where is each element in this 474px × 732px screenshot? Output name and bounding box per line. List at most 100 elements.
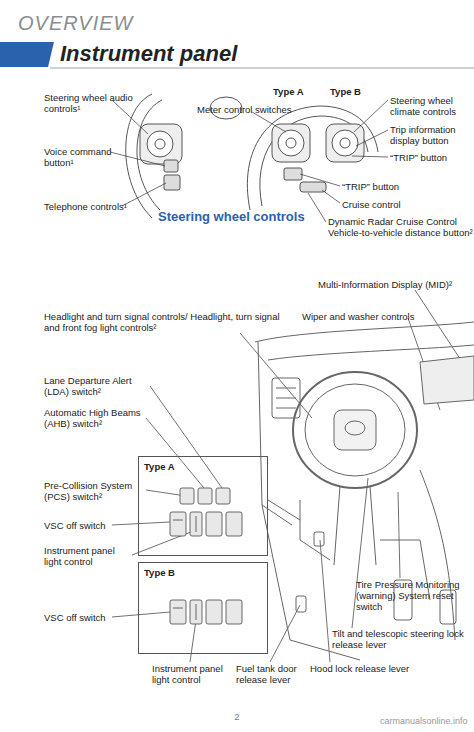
drawing-ellipse [305,384,405,476]
drawing-line [196,516,197,532]
drawing-line [300,174,340,186]
callout-label: Lane Departure Alert (LDA) switch² [44,375,154,397]
section-header: OVERVIEW [18,12,133,34]
drawing-circle [286,138,296,148]
drawing-circle [155,139,165,149]
leader-lines [110,100,466,662]
drawing-path [255,322,474,342]
drawing-line [173,608,183,609]
drawing-line [112,100,148,134]
drawing-line [112,612,170,617]
steering-wheel-closeups [126,94,378,218]
drawing-line [150,386,222,488]
drawing-rect [164,175,180,190]
callout-label: Headlight and turn signal controls/ Head… [44,311,284,333]
drawing-line [356,130,388,146]
page-number: 2 [227,711,247,722]
callout-label: Steering wheel audio controls¹ [44,92,144,114]
callout-label: Hood lock release lever [310,663,409,674]
dashboard-drawing [255,322,474,660]
drawing-rect [314,532,324,546]
callout-label: Wiper and washer controls [302,311,414,322]
type-label: Type B [330,86,361,97]
drawing-line [308,193,326,222]
drawing-line [276,398,296,399]
drawing-path [334,486,340,565]
callout-label: Telephone controls¹ [44,201,144,212]
callout-label: Instrument panel light control [44,545,134,567]
type-label: Type A [273,86,304,97]
drawing-path [268,345,474,360]
drawing-path [300,500,330,560]
drawing-rect [226,600,242,624]
callout-label: Cruise control [342,199,401,210]
callout-label: Pre-Collision System (PCS) switch² [44,480,144,502]
drawing-line [112,522,170,525]
drawing-circle [332,130,358,156]
drawing-line [398,492,400,578]
drawing-line [322,190,340,203]
inset-panel: Type A [138,456,268,556]
callout-label: “TRIP” button [390,152,447,163]
callout-label: Tire Pressure Monitoring (warning) Syste… [356,579,474,612]
drawing-path [420,470,455,640]
drawing-rect [170,512,186,536]
drawing-path [260,116,368,206]
switch-panels [170,488,300,624]
callout-label: Meter control switches [197,104,292,115]
panel-heading: Type B [144,567,267,578]
watermark: carmanualsonline.info [380,716,468,727]
callout-label: Voice command button¹ [44,146,114,168]
drawing-circle [147,131,173,157]
drawing-rect [206,600,222,624]
drawing-rect [190,600,202,624]
drawing-line [320,540,330,662]
drawing-path [420,356,474,404]
drawing-line [352,156,388,157]
page-title: Instrument panel [60,41,237,67]
drawing-line [196,604,197,620]
drawing-polygon [0,42,54,67]
callout-label: Fuel tank door release lever [236,663,308,685]
callout-label: “TRIP” button [342,181,399,192]
callout-label: Automatic High Beams (AHB) switch² [44,407,144,429]
drawing-ellipse [293,372,417,488]
drawing-circle [278,130,304,156]
drawing-line [354,100,388,132]
drawing-rect [226,512,242,536]
drawing-line [276,408,296,409]
drawing-line [268,500,300,520]
drawing-ellipse [345,421,365,435]
drawing-line [50,68,474,69]
drawing-line [276,388,296,389]
callout-label: Trip information display button [390,124,474,146]
title-band [0,42,474,68]
drawing-path [247,106,378,210]
drawing-line [190,620,196,662]
drawing-line [146,418,204,488]
drawing-circle [340,138,350,148]
drawing-line [122,183,166,206]
callout-label: Dynamic Radar Cruise Control Vehicle-to-… [328,216,474,238]
drawing-rect [170,600,186,624]
callout-label: Steering wheel climate controls [390,95,474,117]
callout-label: Tilt and telescopic steering lock releas… [332,628,472,650]
callout-label: VSC off switch [44,612,106,623]
panel-heading: Type A [144,461,267,472]
drawing-rect [296,596,306,612]
drawing-path [370,486,376,565]
callout-label: VSC off switch [44,520,106,531]
drawing-rect [180,488,194,504]
drawing-rect [164,160,178,172]
drawing-line [173,520,183,521]
drawing-rect [334,410,376,450]
drawing-rect [284,168,302,180]
drawing-rect [216,488,230,504]
callout-label: Instrument panel light control [152,663,232,685]
callout-label: Multi-Information Display (MID)² [318,279,452,290]
inset-panel: Type B [138,562,268,654]
drawing-rect [198,488,212,504]
drawing-line [240,333,312,418]
drawing-rect [206,512,222,536]
